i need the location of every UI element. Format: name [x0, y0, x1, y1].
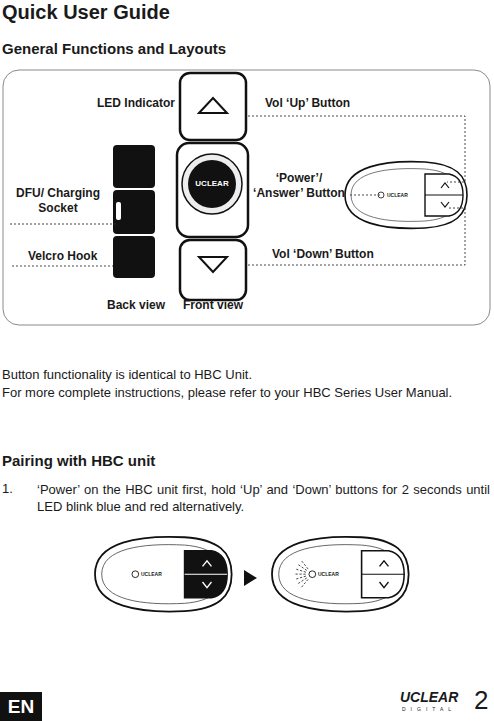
- device-illustration: [345, 162, 467, 229]
- node-text: UCLEAR: [195, 179, 228, 189]
- power-button: UCLEAR: [188, 160, 236, 208]
- back-block: [113, 145, 155, 188]
- led-ray: [296, 576, 306, 579]
- button-divider: [425, 195, 463, 196]
- step-arrow: [244, 570, 257, 586]
- section-heading: Pairing with HBC unit: [2, 452, 155, 471]
- back-block: [113, 236, 155, 278]
- button-divider: [362, 574, 405, 575]
- page-title: Quick User Guide: [2, 0, 170, 25]
- diagram-frame: [3, 70, 490, 325]
- part-label: Velcro Hook: [28, 249, 97, 264]
- down-chevron: [380, 582, 389, 588]
- device-shell: [345, 162, 467, 229]
- up-chevron: [203, 561, 212, 567]
- down-triangle: [199, 257, 227, 272]
- led-ray: [302, 561, 308, 569]
- led-ray: [296, 574, 306, 575]
- device-illustration: [272, 537, 409, 612]
- part-label: Vol ‘Down’ Button: [272, 247, 374, 262]
- device-logo: UCLEAR: [318, 571, 339, 577]
- page-number: 2: [474, 684, 488, 717]
- device-illustration: [95, 537, 232, 612]
- up-triangle: [199, 98, 227, 113]
- device-buttons: [362, 551, 405, 598]
- node-text: EN: [8, 695, 34, 719]
- device-logo: UCLEAR: [141, 571, 162, 577]
- up-chevron: [441, 183, 449, 188]
- charging-slot: [116, 202, 121, 220]
- leader-line: [10, 224, 116, 225]
- leader-line: [12, 266, 113, 267]
- step-text: ‘Power’ on the HBC unit first, hold ‘Up’…: [37, 481, 490, 515]
- vol-up-button: [180, 73, 246, 140]
- up-chevron: [380, 561, 389, 567]
- down-chevron: [203, 582, 212, 588]
- back-block: [113, 190, 155, 234]
- led-ray: [298, 578, 306, 584]
- part-label: LED Indicator: [70, 96, 175, 111]
- device-logo: UCLEAR: [387, 192, 408, 198]
- language-tab: EN: [0, 692, 42, 721]
- logo-dot: [132, 571, 139, 578]
- device-buttons: [185, 551, 228, 598]
- body-text: Button functionality is identical to HBC…: [2, 367, 252, 383]
- button-divider: [185, 574, 228, 575]
- power-housing: [177, 143, 248, 237]
- logo-dot: [309, 571, 316, 578]
- section-heading: General Functions and Layouts: [2, 40, 226, 59]
- body-text: For more complete instructions, please r…: [2, 385, 452, 401]
- device-buttons: [425, 174, 463, 216]
- part-label: DFU/ Charging Socket: [8, 186, 108, 216]
- vol-down-button: [180, 240, 246, 300]
- down-chevron: [441, 202, 449, 207]
- part-label: Vol ‘Up’ Button: [265, 96, 350, 111]
- device-shell: [272, 537, 409, 612]
- device-shell: [95, 537, 232, 612]
- leader-line: [248, 208, 465, 265]
- part-label: ‘Power’/ ‘Answer’ Button: [250, 171, 348, 201]
- view-label: Front view: [183, 298, 243, 313]
- led-ray: [296, 569, 306, 572]
- view-label: Back view: [107, 298, 165, 313]
- step-number: 1.: [2, 481, 13, 497]
- brand-subtitle: DIGITAL: [402, 706, 456, 712]
- leader-line: [350, 195, 380, 196]
- power-ring: [182, 154, 242, 214]
- brand-logo: UCLEAR: [400, 689, 458, 707]
